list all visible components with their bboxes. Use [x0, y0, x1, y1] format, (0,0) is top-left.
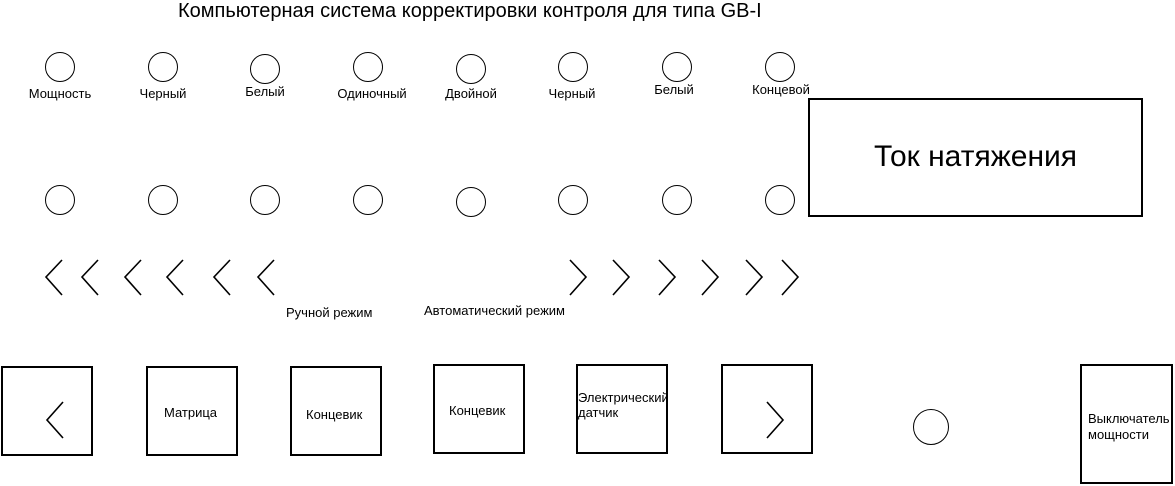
chevron-right-icon: [658, 259, 677, 296]
diagram-title: Компьютерная система корректировки контр…: [178, 0, 762, 22]
manual-mode-label: Ручной режим: [286, 305, 373, 320]
indicator-lamp-row2: [148, 185, 178, 215]
chevron-right-icon: [569, 259, 588, 296]
limit-switch-button-2[interactable]: Концевик: [433, 364, 525, 454]
chevron-left-icon: [165, 259, 184, 296]
indicator-lamp-row2: [765, 185, 795, 215]
chevron-right-icon: [745, 259, 764, 296]
button-label: Концевик: [449, 403, 506, 418]
indicator-lamp-row2: [250, 185, 280, 215]
indicator-lamp-black-2: [558, 52, 588, 82]
chevron-left-icon: [44, 259, 63, 296]
indicator-label: Одиночный: [337, 86, 407, 101]
status-lamp: [913, 409, 949, 445]
chevron-left-icon: [256, 259, 275, 296]
indicator-lamp-end: [765, 52, 795, 82]
tension-current-label: Ток натяжения: [873, 140, 1078, 173]
chevron-right-icon: [766, 401, 785, 439]
indicator-label: Белый: [654, 82, 694, 97]
left-button[interactable]: [1, 366, 93, 456]
chevron-left-icon: [45, 401, 64, 439]
indicator-label: Черный: [548, 86, 596, 101]
limit-switch-button[interactable]: Концевик: [290, 366, 382, 456]
matrix-button[interactable]: Матрица: [146, 366, 238, 456]
indicator-lamp-row2: [45, 185, 75, 215]
electric-sensor-button[interactable]: Электрический датчик: [576, 364, 669, 454]
indicator-label: Концевой: [752, 82, 810, 97]
indicator-lamp-white: [250, 54, 280, 84]
chevron-left-icon: [80, 259, 99, 296]
indicator-lamp-single: [353, 52, 383, 82]
indicator-lamp-double: [456, 54, 486, 84]
indicator-lamp-black: [148, 52, 178, 82]
indicator-label: Мощность: [28, 86, 92, 101]
indicator-lamp-row2: [353, 185, 383, 215]
chevron-right-icon: [612, 259, 631, 296]
button-label: Матрица: [164, 405, 218, 420]
indicator-lamp-power: [45, 52, 75, 82]
indicator-lamp-row2: [456, 187, 486, 217]
chevron-right-icon: [781, 259, 800, 296]
indicator-label: Белый: [245, 84, 285, 99]
chevron-left-icon: [212, 259, 231, 296]
indicator-lamp-row2: [558, 185, 588, 215]
right-button[interactable]: [721, 364, 813, 454]
power-switch-label: Выключатель мощности: [1088, 411, 1170, 442]
indicator-lamp-white-2: [662, 52, 692, 82]
button-label: Концевик: [306, 407, 363, 422]
chevron-right-icon: [701, 259, 720, 296]
power-switch[interactable]: Выключатель мощности: [1080, 364, 1173, 484]
auto-mode-label: Автоматический режим: [424, 303, 565, 318]
button-label: Электрический датчик: [578, 390, 669, 420]
indicator-label: Черный: [139, 86, 187, 101]
chevron-left-icon: [123, 259, 142, 296]
indicator-lamp-row2: [662, 185, 692, 215]
tension-current-display: Ток натяжения: [808, 98, 1143, 217]
indicator-label: Двойной: [445, 86, 497, 101]
